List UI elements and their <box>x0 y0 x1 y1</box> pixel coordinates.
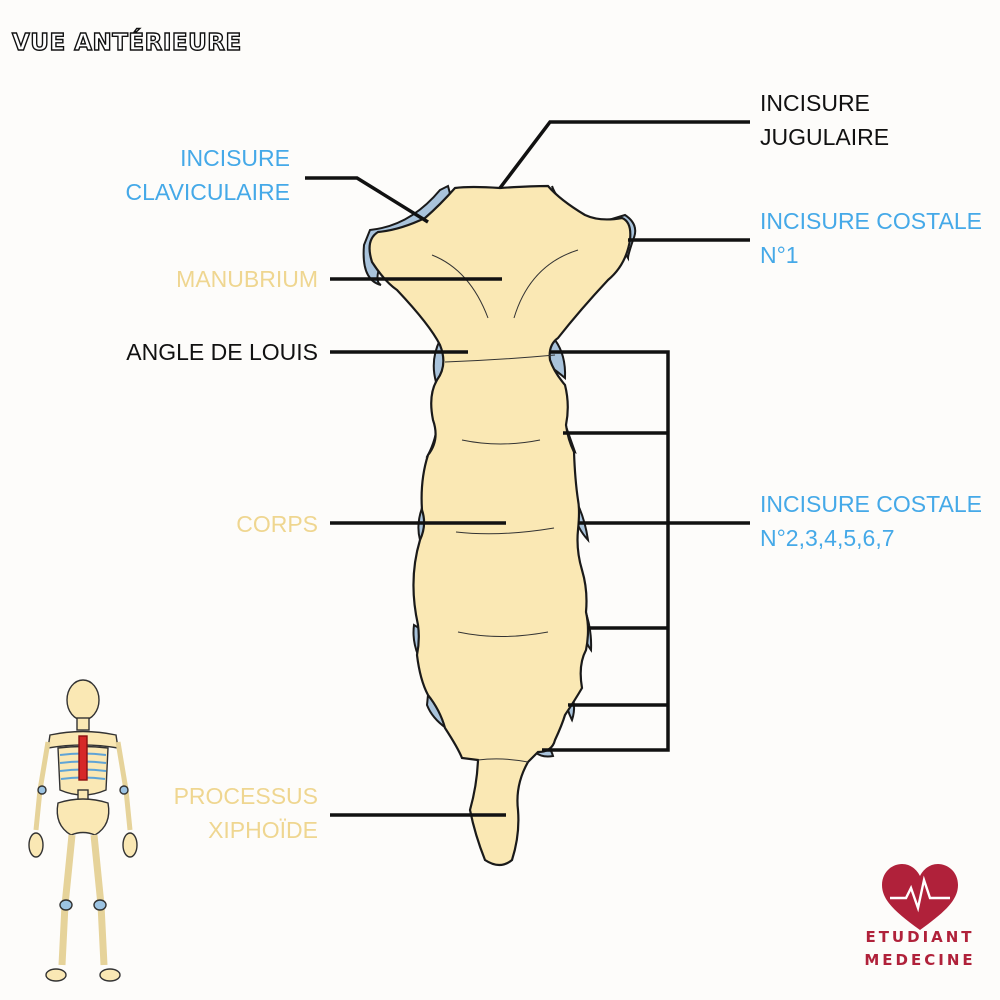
leader-lines <box>305 120 750 817</box>
body-segment-line-2 <box>455 527 555 535</box>
manubrium-curve-right <box>513 249 579 319</box>
label-incisure-claviculaire: INCISURE CLAVICULAIRE <box>125 145 290 205</box>
bone-internal-lines <box>431 249 579 763</box>
body-segment-line-1 <box>461 439 541 445</box>
xiphoid-junction-line <box>477 758 529 763</box>
label-processus-xiphoide: PROCESSUS XIPHOÏDE <box>173 783 318 843</box>
highlighted-sternum <box>78 735 88 781</box>
leader-incisure-jugulaire <box>498 120 750 190</box>
label-angle-de-louis: ANGLE DE LOUIS <box>126 339 318 365</box>
brand-word-1: ETUDIANT <box>865 928 975 946</box>
label-incisure-costale-2-7: INCISURE COSTALE N°2,3,4,5,6,7 <box>760 491 982 551</box>
leader-costale-bracket <box>542 350 670 752</box>
label-incisure-jugulaire: INCISURE JUGULAIRE <box>760 90 890 150</box>
label-manubrium: MANUBRIUM <box>176 266 318 292</box>
sternal-angle-line <box>444 354 556 363</box>
view-title: VUE ANTÉRIEURE <box>11 29 242 56</box>
label-corps: CORPS <box>236 511 318 537</box>
brand-word-2: MEDECINE <box>864 951 976 969</box>
skeleton-figure-icon <box>28 679 138 982</box>
brand-logo: ETUDIANT MEDECINE <box>850 926 990 972</box>
leader-incisure-claviculaire <box>305 176 429 224</box>
label-incisure-costale-1: INCISURE COSTALE N°1 <box>760 208 982 268</box>
sternum-outline <box>368 184 632 867</box>
heart-pulse-icon <box>882 864 958 930</box>
body-segment-line-3 <box>457 631 549 637</box>
